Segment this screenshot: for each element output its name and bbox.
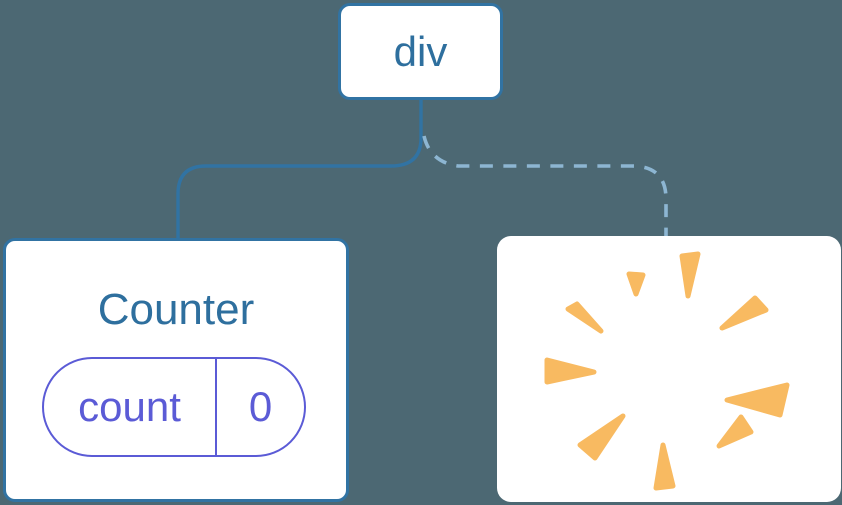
node-counter: Counter count 0 [3,238,349,502]
edge-div-to-removed [422,135,668,236]
node-div-label: div [393,27,448,75]
node-removed-component [497,236,841,502]
state-pill: count 0 [42,357,306,457]
edge-div-to-counter [176,100,423,238]
poof-icon [544,251,790,491]
state-value: 0 [248,383,273,430]
counter-title: Counter [97,285,255,334]
state-key: count [44,359,217,455]
node-div: div [338,3,503,100]
